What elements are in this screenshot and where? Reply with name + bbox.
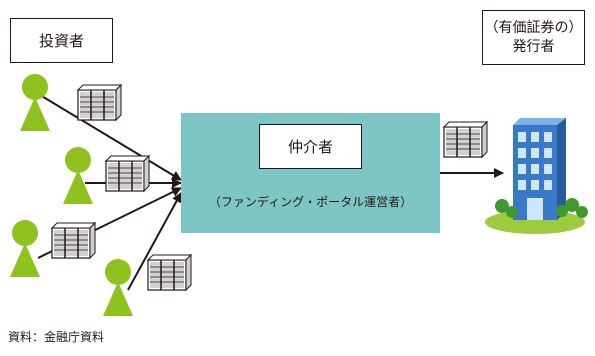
issuer-label-line1: （有価証券の） (484, 19, 583, 36)
person-icon (20, 74, 50, 131)
flow-arrow (127, 192, 182, 291)
securities-bundle-icon (443, 121, 488, 158)
person-icon (10, 220, 40, 277)
person-icon (63, 147, 93, 204)
issuer-label-line2: 発行者 (512, 38, 555, 55)
securities-bundle-icon (51, 222, 96, 259)
intermediary-sublabel: （ファンディング・ポータル運営者） (208, 195, 413, 209)
securities-bundle-icon (147, 254, 192, 291)
intermediary-label: 仲介者 (287, 138, 333, 156)
securities-bundle-icon (77, 84, 122, 121)
investor-label: 投資者 (38, 32, 84, 50)
intermediary-label-box: 仲介者 (259, 124, 362, 169)
intermediary-panel: 仲介者 （ファンディング・ポータル運営者） (181, 113, 440, 233)
issuer-label-box: （有価証券の） 発行者 (482, 10, 585, 65)
investor-label-box: 投資者 (10, 18, 113, 63)
office-building-icon (485, 118, 588, 234)
securities-bundle-icon (105, 155, 150, 192)
source-note: 資料：金融庁資料 (8, 330, 105, 344)
flow-arrow (39, 94, 182, 181)
